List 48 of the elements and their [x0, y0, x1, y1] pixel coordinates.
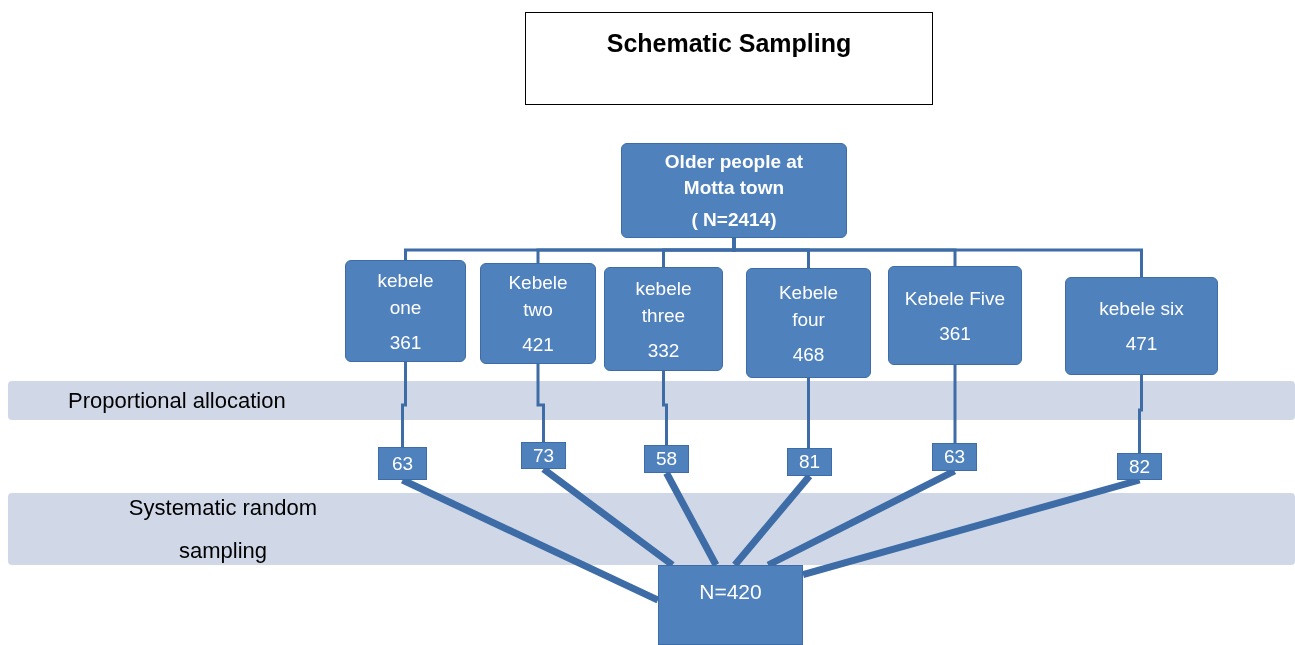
count-label: 421 [521, 333, 555, 357]
sample-size: 73 [532, 444, 555, 467]
kebele-name: Kebele four [777, 280, 840, 332]
kebele-box [1065, 277, 1218, 375]
count-label: 468 [791, 342, 826, 367]
connector-line [1138, 375, 1143, 453]
count-label: 332 [646, 338, 681, 363]
kebele-name: Kebele two [507, 271, 569, 322]
sample-size: 63 [391, 452, 414, 475]
count-label: 361 [938, 321, 972, 346]
diagram-title: Schematic Sampling [606, 29, 852, 58]
kebele-name: kebele one [376, 268, 435, 320]
count-label: ( N=2414) [690, 207, 778, 232]
connector-line [732, 473, 813, 568]
kebele-name: kebele six [1098, 297, 1185, 321]
connector-line [401, 362, 407, 447]
stage-label: Systematic random sampling [127, 494, 319, 565]
root-box [621, 143, 847, 238]
sample-size: 63 [943, 446, 966, 468]
connector-line [807, 378, 810, 448]
sample-size-box [787, 448, 832, 476]
total-sample-box [658, 565, 803, 645]
sample-size: 81 [798, 451, 821, 473]
sample-size-box [644, 445, 689, 473]
stage-label: Proportional allocation [68, 387, 286, 414]
kebele-box [604, 267, 723, 371]
connector-line [663, 471, 720, 567]
sample-size-box [1117, 453, 1162, 480]
sample-size: 82 [1128, 455, 1151, 478]
connector-line [732, 238, 1143, 277]
kebele-box [345, 260, 466, 362]
count-label: 361 [388, 330, 423, 355]
kebele-box [480, 263, 596, 364]
sample-size-box [932, 443, 977, 471]
kebele-name: kebele three [634, 276, 693, 328]
kebele-box [888, 266, 1022, 365]
kebele-box [746, 268, 871, 378]
connector-line [662, 371, 668, 445]
connector-line [953, 365, 957, 443]
sample-size-box [521, 442, 566, 469]
sample-size: 58 [655, 448, 678, 470]
count-label: 471 [1124, 332, 1159, 356]
kebele-name: Kebele Five [903, 286, 1007, 311]
connector-line [536, 364, 545, 442]
box-heading: Older people at Motta town [663, 149, 805, 200]
sample-size-box [378, 447, 427, 480]
connector-line [541, 466, 675, 568]
total-sample: N=420 [699, 580, 762, 604]
